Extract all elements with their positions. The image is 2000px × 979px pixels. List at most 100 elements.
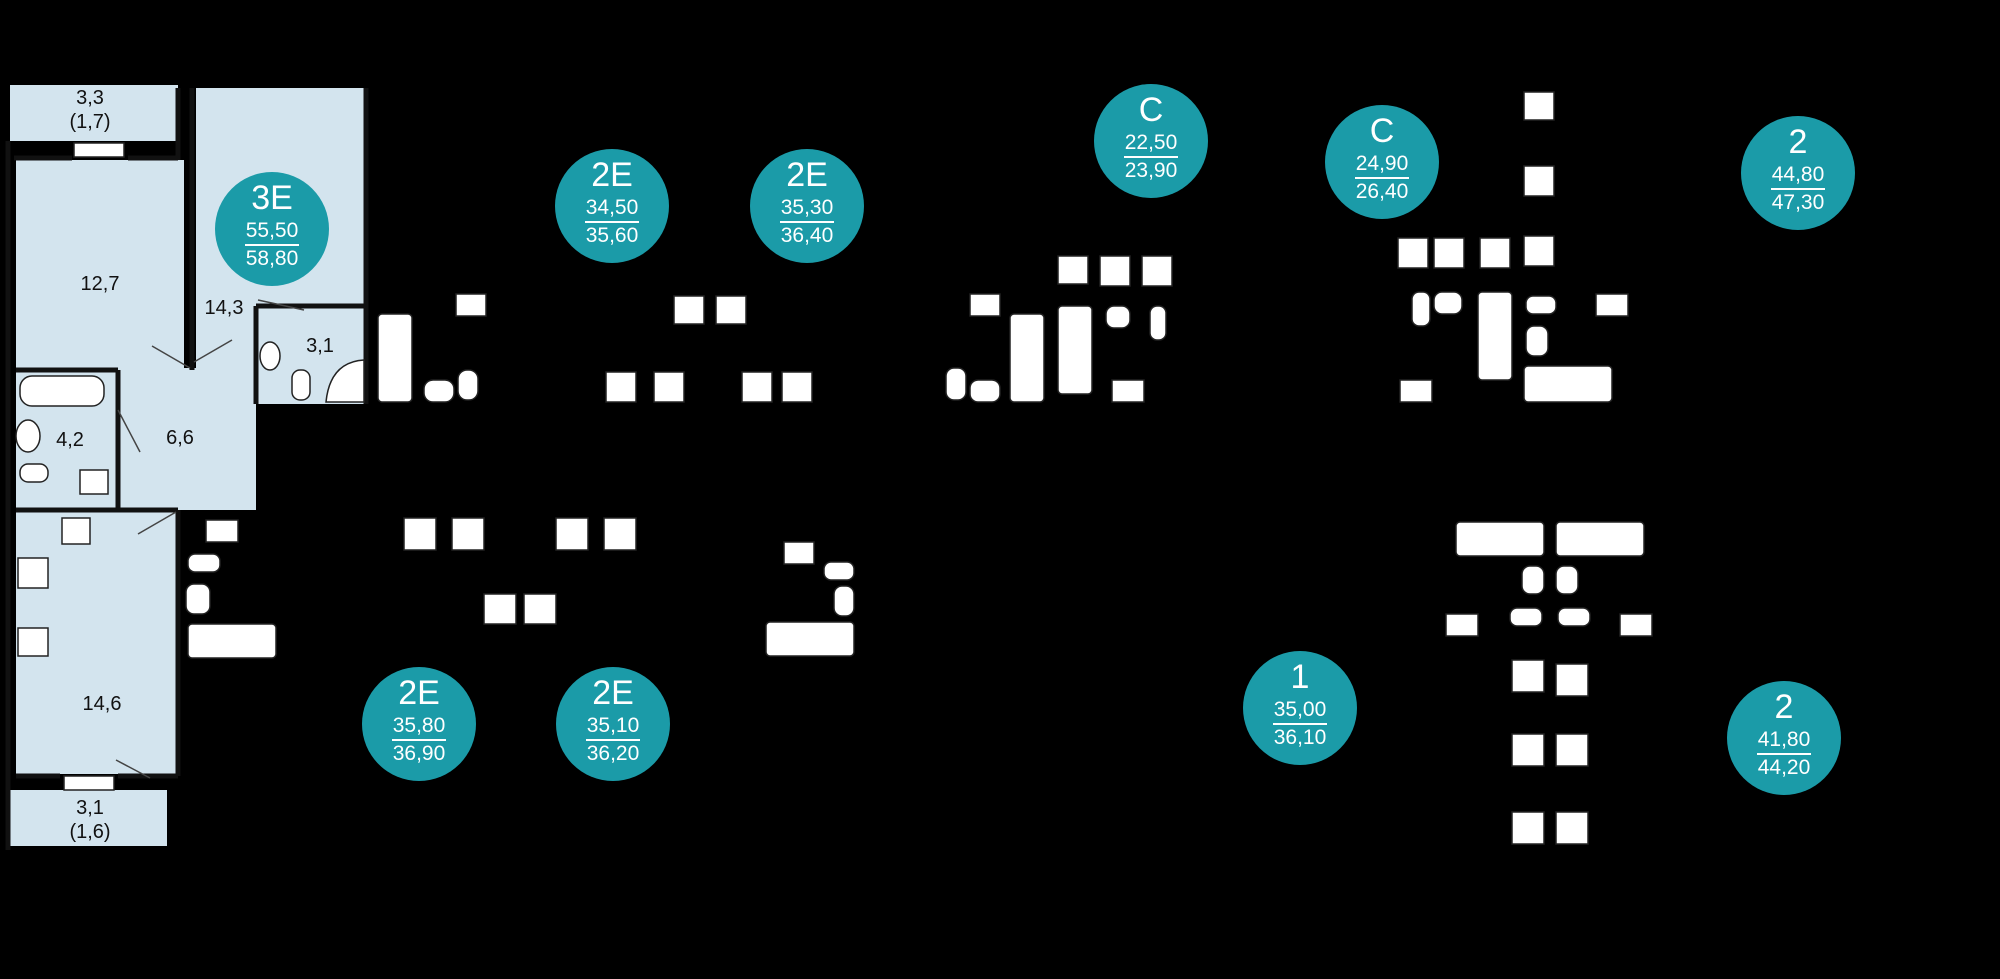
sink-icon xyxy=(451,517,485,551)
toilet-icon xyxy=(423,379,455,403)
window-balcony-top xyxy=(73,142,125,158)
room-label: 14,6 xyxy=(82,693,122,715)
room-label: 12,7 xyxy=(80,273,120,295)
washbasin-plan xyxy=(15,419,41,453)
sink-icon xyxy=(1397,237,1429,269)
unit-area-living: 44,80 xyxy=(1771,163,1825,186)
hood-icon xyxy=(1555,811,1589,845)
unit-area-total: 36,10 xyxy=(1273,726,1327,749)
fraction-line xyxy=(1771,188,1825,190)
unit-badge[interactable]: 2E 35,10 36,20 xyxy=(556,667,670,781)
room-label: 4,2 xyxy=(56,429,84,451)
unit-area-living: 41,80 xyxy=(1757,728,1811,751)
unit-type: 2 xyxy=(1774,688,1794,726)
bathtub-icon xyxy=(765,621,855,657)
washbasin-icon xyxy=(185,583,211,615)
stove-icon xyxy=(1523,165,1555,197)
unit-badge[interactable]: 3E 55,50 58,80 xyxy=(215,172,329,286)
unit-area-living: 34,50 xyxy=(585,196,639,219)
unit-type: 1 xyxy=(1290,658,1310,696)
sink-icon xyxy=(1511,659,1545,693)
room-label: 14,3 xyxy=(204,297,244,319)
fraction-line xyxy=(1124,156,1178,158)
washer-icon xyxy=(1111,379,1145,403)
unit-area-total: 36,20 xyxy=(586,742,640,765)
unit-area-living: 35,00 xyxy=(1273,698,1327,721)
stove-icon xyxy=(1433,237,1465,269)
unit-badge[interactable]: 2E 35,80 36,90 xyxy=(362,667,476,781)
toilet-icon xyxy=(823,561,855,581)
sink-icon xyxy=(555,517,589,551)
unit-type: C xyxy=(1138,91,1164,129)
sink-plan xyxy=(61,517,91,545)
hall-6-6-fill xyxy=(106,368,256,510)
unit-badge[interactable]: 2E 35,30 36,40 xyxy=(750,149,864,263)
unit-type: 2E xyxy=(591,156,633,194)
bathtub-icon xyxy=(1555,521,1645,557)
toilet-icon xyxy=(457,369,479,401)
hood-icon xyxy=(483,593,517,625)
unit-area-living: 22,50 xyxy=(1124,131,1178,154)
toilet-icon xyxy=(1411,291,1431,327)
washbasin-icon xyxy=(1433,291,1463,315)
unit-badge[interactable]: C 22,50 23,90 xyxy=(1094,84,1208,198)
toilet-icon xyxy=(1525,295,1557,315)
fixture-symbols xyxy=(185,91,1653,845)
unit-area-total: 35,60 xyxy=(585,224,639,247)
apartment-3e-plan xyxy=(5,85,369,850)
washbasin-icon xyxy=(1555,565,1579,595)
stove-icon xyxy=(1099,255,1131,287)
unit-area-living: 24,90 xyxy=(1355,152,1409,175)
fraction-line xyxy=(586,739,640,741)
bathtub-icon xyxy=(1057,305,1093,395)
bathtub-icon xyxy=(1009,313,1045,403)
unit-badge[interactable]: 2 44,80 47,30 xyxy=(1741,116,1855,230)
toilet-icon xyxy=(1509,607,1543,627)
washer-icon xyxy=(205,519,239,543)
hood-icon xyxy=(1523,91,1555,121)
unit-badge[interactable]: 2E 34,50 35,60 xyxy=(555,149,669,263)
fraction-line xyxy=(1757,753,1811,755)
unit-area-total: 23,90 xyxy=(1124,159,1178,182)
balcony-top-fill xyxy=(10,85,178,141)
washer-plan xyxy=(79,469,109,495)
fraction-line xyxy=(392,739,446,741)
balcony-bottom-fill xyxy=(10,790,167,846)
room-label: 3,3(1,7) xyxy=(69,87,111,133)
window-balcony-bottom xyxy=(63,775,115,791)
bathtub-icon xyxy=(1455,521,1545,557)
unit-area-living: 35,80 xyxy=(392,714,446,737)
hood-icon xyxy=(523,593,557,625)
unit-type: 2 xyxy=(1788,123,1808,161)
unit-badge[interactable]: 1 35,00 36,10 xyxy=(1243,651,1357,765)
bathtub-plan xyxy=(19,375,105,407)
washbasin-icon xyxy=(833,585,855,617)
unit-type: 2E xyxy=(398,674,440,712)
shower-plan xyxy=(325,359,365,403)
room-label: 3,1(1,6) xyxy=(69,797,111,843)
unit-badge[interactable]: C 24,90 26,40 xyxy=(1325,105,1439,219)
unit-area-total: 44,20 xyxy=(1757,756,1811,779)
unit-area-total: 58,80 xyxy=(245,247,299,270)
unit-area-living: 35,10 xyxy=(586,714,640,737)
washbasin-icon xyxy=(1105,305,1131,329)
fraction-line xyxy=(780,221,834,223)
washbasin-icon xyxy=(969,379,1001,403)
bathtub-icon xyxy=(1477,291,1513,381)
fraction-line xyxy=(1355,177,1409,179)
unit-badge[interactable]: 2 41,80 44,20 xyxy=(1727,681,1841,795)
unit-type: 2E xyxy=(592,674,634,712)
unit-type: C xyxy=(1369,112,1395,150)
sink-icon xyxy=(1523,235,1555,267)
washer-icon xyxy=(455,293,487,317)
toilet-wc-plan xyxy=(291,369,311,401)
washbasin-icon xyxy=(1521,565,1545,595)
bathtub-icon xyxy=(377,313,413,403)
sink-icon xyxy=(1141,255,1173,287)
stove-icon xyxy=(603,517,637,551)
unit-area-total: 36,40 xyxy=(780,224,834,247)
unit-type: 2E xyxy=(786,156,828,194)
hood-icon xyxy=(1479,237,1511,269)
washer-icon xyxy=(1595,293,1629,317)
